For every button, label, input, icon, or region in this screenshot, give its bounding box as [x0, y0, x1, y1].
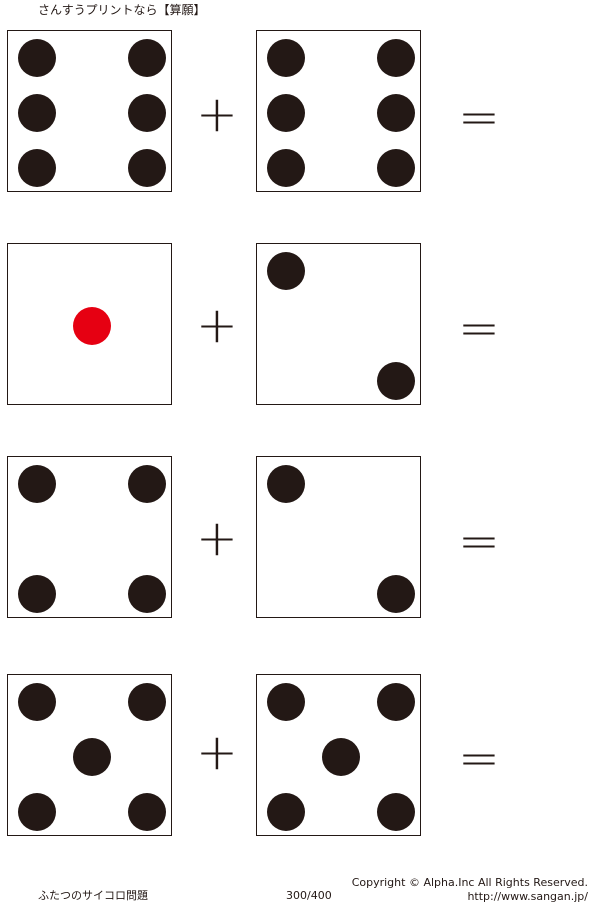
site-url[interactable]: http://www.sangan.jp/ [467, 890, 588, 903]
pip [267, 94, 305, 132]
copyright-text: Copyright © Alpha.Inc All Rights Reserve… [351, 876, 588, 889]
pip [18, 793, 56, 831]
page-number: 300/400 [286, 889, 332, 902]
pip [267, 149, 305, 187]
plus-sign: + [196, 723, 238, 781]
pip [128, 149, 166, 187]
die-left [7, 674, 172, 836]
footer-credits: Copyright © Alpha.Inc All Rights Reserve… [352, 876, 588, 904]
pip [267, 252, 305, 290]
die-left [7, 456, 172, 618]
header-title: さんすうプリントなら【算願】 [38, 3, 206, 17]
worksheet-title: ふたつのサイコロ問題 [38, 889, 148, 902]
equals-sign: = [458, 299, 500, 357]
pip [128, 575, 166, 613]
pip [267, 39, 305, 77]
pip [267, 683, 305, 721]
pip [377, 793, 415, 831]
pip [377, 683, 415, 721]
plus-sign: + [196, 85, 238, 143]
pip [18, 39, 56, 77]
equals-sign: = [458, 88, 500, 146]
pip [377, 575, 415, 613]
plus-sign: + [196, 296, 238, 354]
pip [128, 465, 166, 503]
equals-sign: = [458, 729, 500, 787]
pip [128, 793, 166, 831]
die-left [7, 243, 172, 405]
pip [267, 793, 305, 831]
pip [267, 465, 305, 503]
pip [18, 465, 56, 503]
die-left [7, 30, 172, 192]
pip [128, 94, 166, 132]
die-right [256, 674, 421, 836]
plus-sign: + [196, 509, 238, 567]
pip [377, 149, 415, 187]
pip [322, 738, 360, 776]
pip [377, 39, 415, 77]
pip [18, 575, 56, 613]
pip [73, 738, 111, 776]
pip [377, 94, 415, 132]
pip [18, 149, 56, 187]
die-right [256, 243, 421, 405]
pip [73, 307, 111, 345]
pip [128, 683, 166, 721]
pip [128, 39, 166, 77]
equals-sign: = [458, 512, 500, 570]
pip [377, 362, 415, 400]
pip [18, 94, 56, 132]
die-right [256, 30, 421, 192]
pip [18, 683, 56, 721]
die-right [256, 456, 421, 618]
